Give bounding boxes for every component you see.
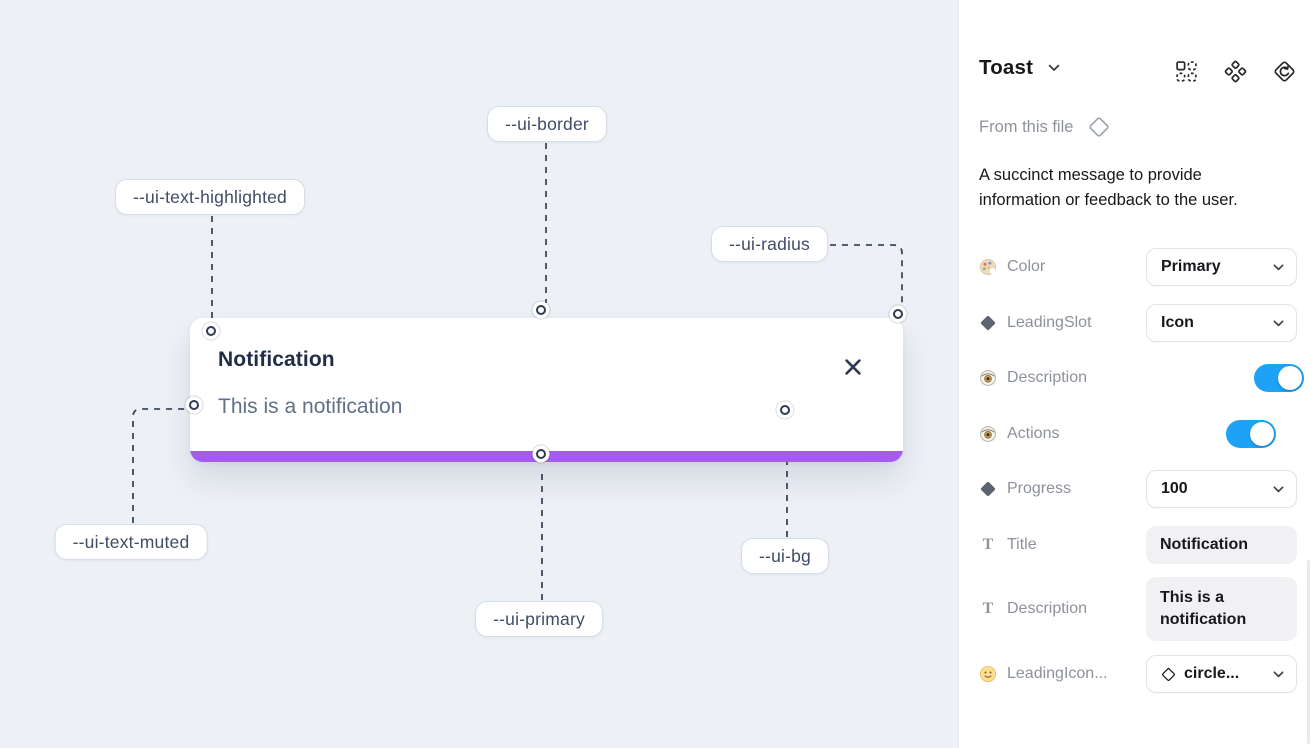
eye-icon [979,369,997,387]
property-row-description-text: T Description This is a notification [979,576,1297,642]
text-icon: T [982,600,994,617]
toast-close-button[interactable] [841,355,865,379]
var-label-ui-radius: --ui-radius [711,226,828,262]
property-label: LeadingIcon... [1007,665,1108,682]
property-row-title: T Title Notification [979,526,1297,564]
source-label: From this file [979,117,1074,136]
swap-grid-icon[interactable] [1175,60,1198,83]
property-label: Color [1007,258,1046,275]
toast-title: Notification [218,348,335,371]
property-row-color: Color Primary [979,248,1297,286]
property-row-description-toggle: Description [979,364,1305,392]
title-text-field[interactable]: Notification [1146,526,1297,564]
actions-toggle[interactable] [1226,420,1277,448]
variants-icon[interactable] [1224,60,1247,83]
component-title: Toast [979,56,1034,79]
property-label: Description [1007,369,1088,386]
property-label: LeadingSlot [1007,314,1092,331]
diamond-outline-icon [1161,667,1176,682]
component-description: A succinct message to provide informatio… [979,166,1238,209]
smiley-icon [979,665,997,683]
description-text-field[interactable]: This is a notification [1146,577,1297,641]
chevron-down-icon[interactable] [1048,64,1060,72]
progress-select[interactable]: 100 [1146,470,1297,508]
color-select[interactable]: Primary [1146,248,1297,286]
instance-return-icon[interactable] [1273,60,1296,83]
close-icon [843,357,863,377]
palette-icon [979,258,997,276]
property-label: Actions [1007,425,1060,442]
description-toggle[interactable] [1254,364,1305,392]
leadingslot-select-value: Icon [1161,314,1194,331]
var-label-ui-text-highlighted: --ui-text-highlighted [115,179,305,215]
anchor-marker-primary [536,449,546,459]
property-row-leadingicon: LeadingIcon... circle... [979,655,1297,693]
property-row-actions-toggle: Actions [979,420,1296,448]
diamond-outline-icon [1086,114,1112,140]
color-select-value: Primary [1161,258,1221,275]
var-label-ui-text-muted: --ui-text-muted [54,524,208,560]
anchor-marker-text-highlighted [206,326,216,336]
toast-component: Notification This is a notification [190,318,903,462]
chevron-down-icon [1273,485,1284,493]
var-label-ui-border: --ui-border [487,106,607,142]
toggle-knob [1278,366,1303,390]
anchor-marker-border [536,305,546,315]
anchor-marker-radius [893,309,903,319]
properties-panel: Toast [958,0,1312,748]
progress-select-value: 100 [1161,480,1188,497]
toggle-knob [1250,422,1275,446]
toast-description: This is a notification [218,395,403,418]
property-label: Description [1007,600,1088,617]
toast-progress-bar [190,451,903,462]
chevron-down-icon [1273,670,1284,678]
diamond-icon [979,480,997,498]
leadingicon-select-value: circle... [1184,665,1240,682]
anchor-marker-bg [780,405,790,415]
property-row-progress: Progress 100 [979,470,1297,508]
var-label-ui-primary: --ui-primary [475,601,603,637]
leadingicon-select[interactable]: circle... [1146,655,1297,693]
text-icon: T [982,536,994,553]
eye-icon [979,425,997,443]
property-label: Title [1007,536,1037,553]
property-label: Progress [1007,480,1072,497]
chevron-down-icon [1273,263,1284,271]
leadingslot-select[interactable]: Icon [1146,304,1297,342]
var-label-ui-bg: --ui-bg [741,538,829,574]
anchor-marker-text-muted [189,400,199,410]
property-row-leadingslot: LeadingSlot Icon [979,304,1297,342]
canvas: Notification This is a notification --ui… [0,0,958,748]
panel-scrollbar[interactable] [1307,560,1310,744]
diamond-icon [979,314,997,332]
chevron-down-icon [1273,319,1284,327]
